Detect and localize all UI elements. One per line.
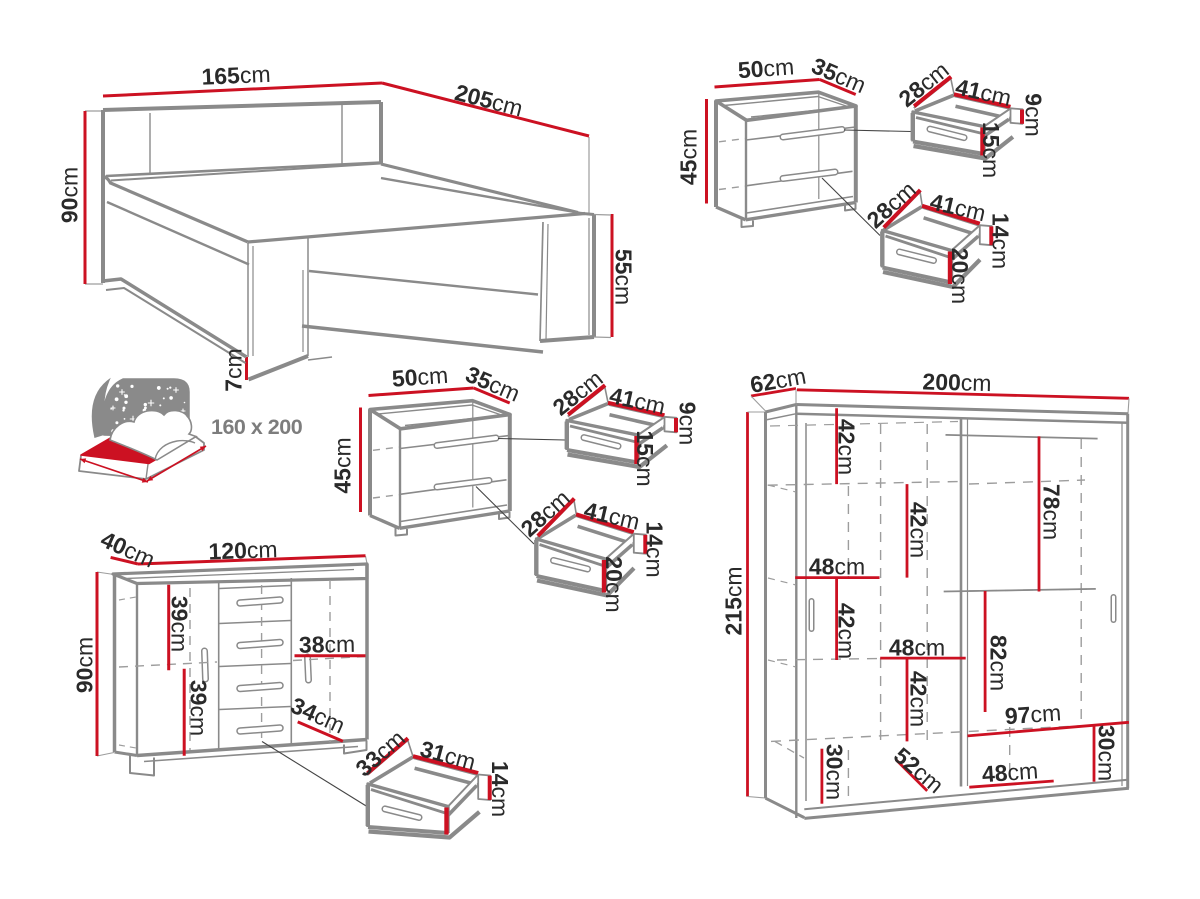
svg-text:7cm: 7cm: [220, 348, 246, 391]
svg-text:48cm: 48cm: [809, 553, 865, 579]
svg-text:215cm: 215cm: [720, 566, 746, 635]
svg-text:14cm: 14cm: [487, 761, 513, 817]
svg-text:48cm: 48cm: [981, 757, 1039, 787]
svg-text:38cm: 38cm: [299, 631, 356, 658]
svg-text:42cm: 42cm: [834, 603, 860, 659]
svg-text:90cm: 90cm: [56, 167, 82, 223]
svg-text:200cm: 200cm: [922, 368, 992, 396]
svg-text:42cm: 42cm: [834, 419, 860, 475]
svg-text:82cm: 82cm: [986, 635, 1012, 691]
svg-text:160 x 200: 160 x 200: [211, 415, 303, 439]
svg-text:39cm: 39cm: [186, 680, 212, 736]
svg-text:15cm: 15cm: [978, 122, 1004, 178]
svg-text:90cm: 90cm: [71, 637, 97, 693]
svg-text:62cm: 62cm: [748, 363, 808, 398]
svg-text:30cm: 30cm: [1094, 725, 1120, 781]
svg-text:120cm: 120cm: [208, 536, 278, 564]
svg-text:41cm: 41cm: [953, 73, 1014, 111]
svg-text:78cm: 78cm: [1039, 484, 1065, 540]
svg-text:30cm: 30cm: [822, 744, 848, 800]
svg-text:45cm: 45cm: [675, 129, 701, 185]
svg-text:42cm: 42cm: [906, 502, 932, 558]
svg-text:55cm: 55cm: [611, 249, 637, 305]
svg-text:20cm: 20cm: [947, 248, 973, 304]
svg-text:39cm: 39cm: [167, 596, 193, 652]
svg-text:14cm: 14cm: [988, 213, 1014, 269]
svg-text:165cm: 165cm: [201, 61, 271, 90]
svg-text:50cm: 50cm: [737, 53, 795, 83]
svg-text:48cm: 48cm: [889, 634, 945, 660]
svg-text:9cm: 9cm: [1021, 93, 1047, 136]
svg-text:97cm: 97cm: [1004, 699, 1062, 729]
svg-text:42cm: 42cm: [906, 671, 932, 727]
